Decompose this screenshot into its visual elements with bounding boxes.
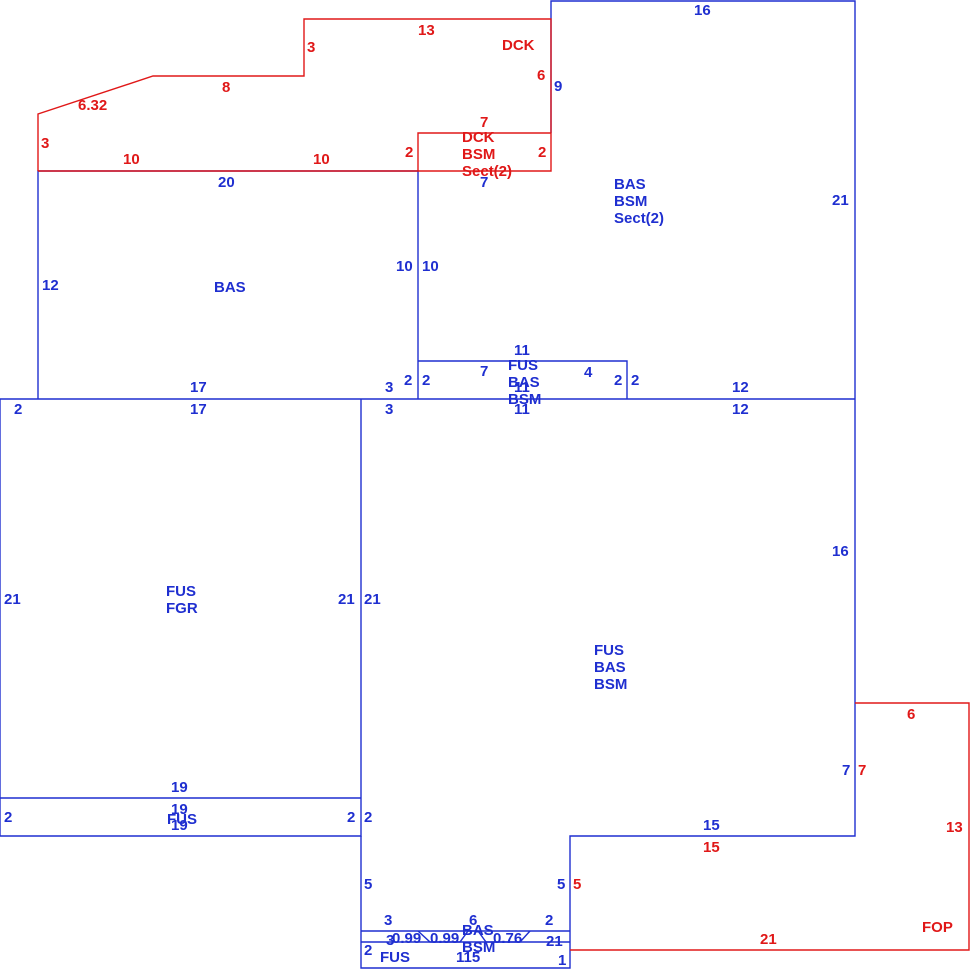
label-bas-left: BAS xyxy=(214,279,246,296)
dim-label: 11 xyxy=(514,401,530,418)
dck-outline xyxy=(37,18,552,172)
dim-label: 12 xyxy=(42,277,59,294)
blue-dimension-labels: 16 9 21 20 12 10 10 7 11 7 4 2 2 2 2 17 … xyxy=(4,2,850,969)
dim-label: 2 xyxy=(347,809,355,826)
dim-label: 19 xyxy=(171,779,188,796)
dim-label: 21 xyxy=(546,933,563,950)
blue-outlines xyxy=(0,0,856,969)
red-outlines xyxy=(37,18,970,951)
dim-label: 13 xyxy=(418,22,435,39)
dim-label: 1 xyxy=(558,952,566,969)
red-dimension-labels: 13 3 8 6.32 3 10 10 2 7 2 6 6 7 13 15 21… xyxy=(41,22,963,948)
dim-label: 16 xyxy=(694,2,711,19)
dim-label: 3 xyxy=(384,912,392,929)
label-fop: FOP xyxy=(922,919,953,936)
fop-outline xyxy=(570,702,970,951)
dim-label: 21 xyxy=(4,591,21,608)
dim-label: 10 xyxy=(422,258,439,275)
label-bas-bsm-bottom: BAS BSM xyxy=(462,922,498,956)
dim-label: 16 xyxy=(832,543,849,560)
dim-label: 9 xyxy=(554,78,562,95)
area-labels: BAS BAS BSM Sect(2) DCK DCK BSM Sect(2) … xyxy=(166,37,953,966)
dim-label: 11 xyxy=(514,379,530,396)
fus-fgr-outline xyxy=(0,399,362,837)
dim-label: 2 xyxy=(614,372,622,389)
label-dck-bsm-sect2: DCK BSM Sect(2) xyxy=(462,129,512,180)
upper-right-block-outline xyxy=(550,0,856,399)
label-fus-strip: FUS xyxy=(167,811,197,828)
dim-label: 5 xyxy=(364,876,372,893)
dim-label: 3 xyxy=(307,39,315,56)
bottom-bay-bumps xyxy=(417,930,531,943)
dim-label: 15 xyxy=(703,839,720,856)
dim-label: 2 xyxy=(404,372,412,389)
dim-label: 2 xyxy=(364,809,372,826)
dck-inner-outline xyxy=(417,132,551,171)
dim-label: 2 xyxy=(364,942,372,959)
dim-label: 10 xyxy=(313,151,330,168)
dim-label: 12 xyxy=(732,401,749,418)
dim-label: 17 xyxy=(190,379,207,396)
label-fus-fgr: FUS FGR xyxy=(166,583,200,617)
dim-label: 13 xyxy=(946,819,963,836)
main-block-outline xyxy=(360,399,856,969)
small-box-outline xyxy=(418,360,628,399)
dim-label: 7 xyxy=(480,363,488,380)
dim-label: 0.99 xyxy=(392,930,421,947)
dim-label: 3 xyxy=(41,135,49,152)
dim-label: 7 xyxy=(858,762,866,779)
dim-label: 5 xyxy=(573,876,581,893)
dim-label: 6 xyxy=(537,67,545,84)
dim-label: 3 xyxy=(385,401,393,418)
dim-label: 21 xyxy=(364,591,381,608)
label-bas-bsm-sect2: BAS BSM Sect(2) xyxy=(614,176,664,227)
dim-label: 3 xyxy=(386,932,394,949)
dim-label: 11 xyxy=(514,342,530,359)
dim-label: 3 xyxy=(385,379,393,396)
dim-label: 21 xyxy=(760,931,777,948)
dim-label: 10 xyxy=(123,151,140,168)
dim-label: 2 xyxy=(405,144,413,161)
dim-label: 19 xyxy=(171,801,188,818)
dim-label: 6.32 xyxy=(78,97,107,114)
dim-label: 7 xyxy=(842,762,850,779)
label-fus-bas-bsm-small: FUS BAS BSM xyxy=(508,357,544,408)
dim-label: 0.99 xyxy=(430,930,459,947)
dim-label: 21 xyxy=(338,591,355,608)
label-dck-top: DCK xyxy=(502,37,535,54)
dim-label: 2 xyxy=(14,401,22,418)
dim-label: 21 xyxy=(832,192,849,209)
dim-label: 6 xyxy=(469,912,477,929)
dim-label: 7 xyxy=(480,114,488,131)
dim-label: 5 xyxy=(557,876,565,893)
dim-label: 0.76 xyxy=(493,930,522,947)
dim-label: 6 xyxy=(907,706,915,723)
dim-label: 2 xyxy=(422,372,430,389)
dim-label: 12 xyxy=(732,379,749,396)
dim-label: 2 xyxy=(538,144,546,161)
dim-label: 20 xyxy=(218,174,235,191)
label-fus-bas-bsm-main: FUS BAS BSM xyxy=(594,642,630,693)
dim-label: 4 xyxy=(584,364,593,381)
dim-label: 15 xyxy=(703,817,720,834)
dim-label: 17 xyxy=(190,401,207,418)
dim-label: 2 xyxy=(545,912,553,929)
label-fus-bottom: FUS xyxy=(380,949,410,966)
dim-label: 8 xyxy=(222,79,230,96)
dim-label: 19 xyxy=(171,817,188,834)
dim-label: 2 xyxy=(631,372,639,389)
dim-label: 7 xyxy=(480,174,488,191)
dim-label: 10 xyxy=(396,258,413,275)
dim-label: 2 xyxy=(4,809,12,826)
dim-label: 115 xyxy=(456,949,480,966)
